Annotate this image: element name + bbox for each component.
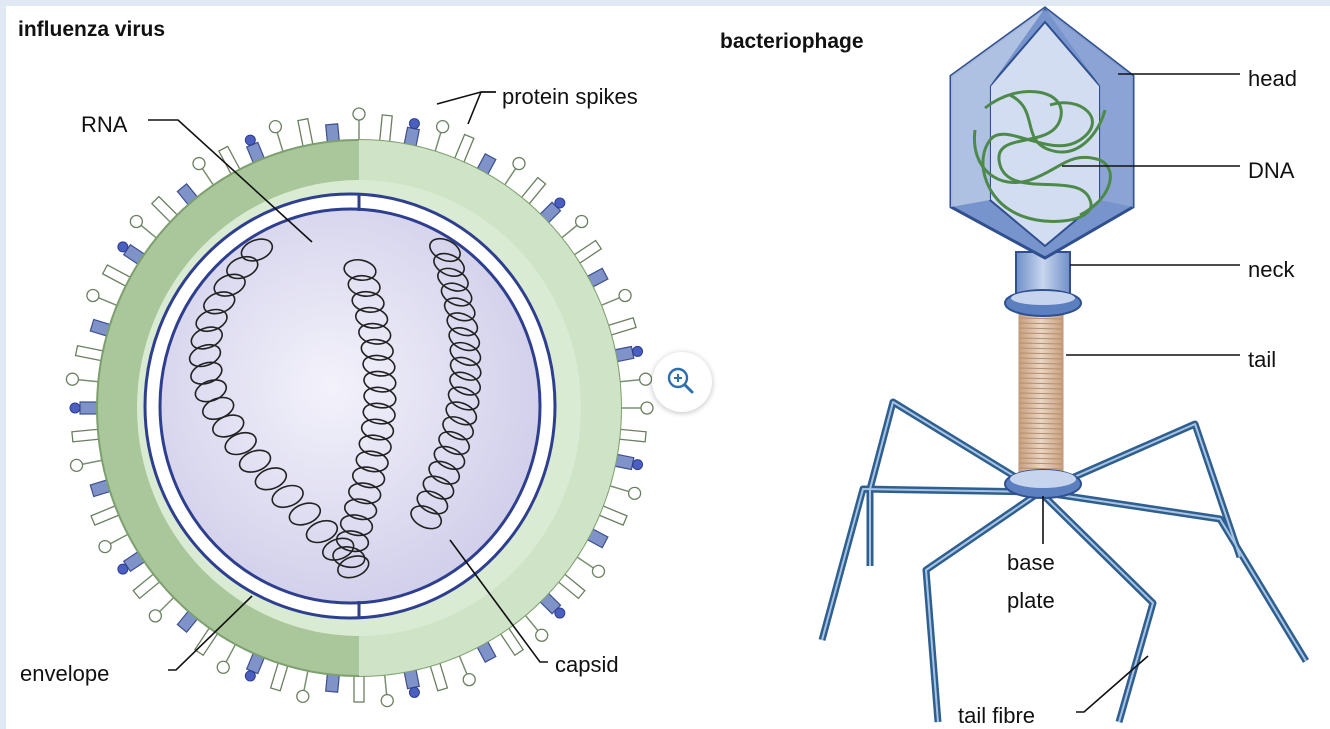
tail-fibre-5-hl	[1040, 492, 1306, 661]
spike-knob	[619, 289, 631, 301]
label-envelope: envelope	[20, 661, 109, 687]
spike-dot	[245, 135, 255, 145]
tail-fibres-highlight	[822, 402, 1306, 722]
spike-dot	[409, 687, 419, 697]
influenza-virus-drawing	[66, 108, 653, 707]
spikes-leader-a	[437, 92, 496, 104]
tail-fibre-6	[1040, 492, 1153, 722]
tail-fibre-5	[1040, 492, 1306, 661]
bacteriophage-drawing	[822, 8, 1306, 722]
capsid-inner-ring	[160, 209, 540, 603]
spike-knob	[437, 121, 449, 133]
spike-knob	[66, 373, 78, 385]
tail-fibre-leader	[1076, 656, 1148, 712]
spike-knob	[217, 661, 229, 673]
label-dna: DNA	[1248, 158, 1294, 184]
spike-block	[80, 402, 98, 414]
spike-knob	[640, 373, 652, 385]
tail-fibre-6-hl	[1040, 492, 1153, 722]
label-base-plate-line2: plate	[1007, 588, 1055, 614]
collar-top	[1011, 291, 1075, 305]
spike-dot	[555, 198, 565, 208]
spike-knob	[193, 158, 205, 170]
label-tail-fibre: tail fibre	[958, 703, 1035, 729]
spike-dot	[633, 460, 643, 470]
spike-dot	[633, 346, 643, 356]
label-capsid: capsid	[555, 652, 619, 678]
spike-dot	[245, 671, 255, 681]
spike-knob	[99, 541, 111, 553]
zoom-in-button[interactable]	[652, 352, 712, 412]
zoom-in-icon	[652, 352, 712, 412]
spike-knob	[576, 215, 588, 227]
spike-knob	[592, 565, 604, 577]
spike-dot	[409, 119, 419, 129]
spike-knob	[71, 459, 83, 471]
spike-knob	[269, 121, 281, 133]
spike-dot	[118, 242, 128, 252]
spike-knob	[381, 695, 393, 707]
spike-knob	[130, 215, 142, 227]
label-protein-spikes: protein spikes	[502, 84, 638, 110]
label-rna: RNA	[81, 112, 127, 138]
spike-knob	[87, 289, 99, 301]
spike-knob	[629, 487, 641, 499]
spike-knob	[513, 158, 525, 170]
label-tail: tail	[1248, 347, 1276, 373]
bacteriophage-title: bacteriophage	[720, 30, 864, 54]
figure-frame: influenza virus bacteriophage RNA protei…	[6, 6, 1330, 729]
spike-knob	[353, 108, 365, 120]
base-plate-top	[1010, 470, 1076, 488]
spike-dot	[70, 403, 80, 413]
label-head: head	[1248, 66, 1297, 92]
label-base-plate-line1: base	[1007, 550, 1055, 576]
spike-knob	[149, 610, 161, 622]
spikes-leader-b	[468, 92, 496, 124]
spike-knob	[536, 629, 548, 641]
tail-fibres	[822, 402, 1306, 722]
label-neck: neck	[1248, 257, 1294, 283]
spike-dot	[118, 564, 128, 574]
influenza-title: influenza virus	[18, 18, 165, 42]
spike-knob	[297, 690, 309, 702]
spike-knob	[463, 674, 475, 686]
spike-dot	[555, 608, 565, 618]
